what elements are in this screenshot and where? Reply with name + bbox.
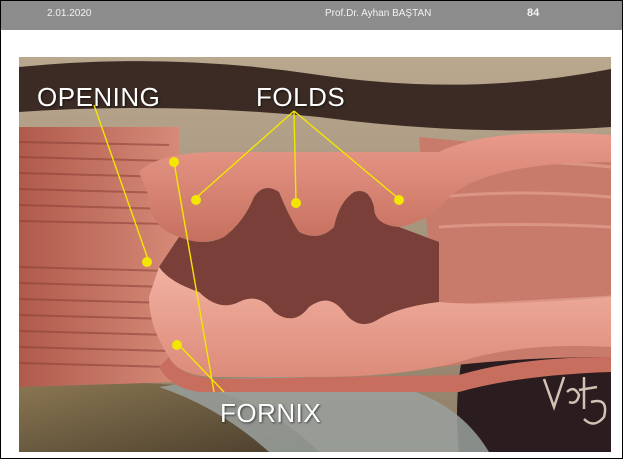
anatomy-illustration [19,57,611,452]
marker-opening [142,257,152,267]
label-opening: OPENING [37,82,160,113]
slide-header: 2.01.2020 Prof.Dr. Ayhan BAŞTAN 84 [1,1,622,30]
marker-fold-2 [291,198,301,208]
marker-fornix-upper [169,157,179,167]
header-page-number: 84 [527,7,539,19]
marker-fold-1 [191,195,201,205]
marker-fornix-lower [172,340,182,350]
label-fornix: FORNIX [220,398,321,429]
marker-fold-3 [394,195,404,205]
header-date: 2.01.2020 [47,8,92,19]
header-author: Prof.Dr. Ayhan BAŞTAN [325,8,431,19]
label-folds: FOLDS [256,82,345,113]
